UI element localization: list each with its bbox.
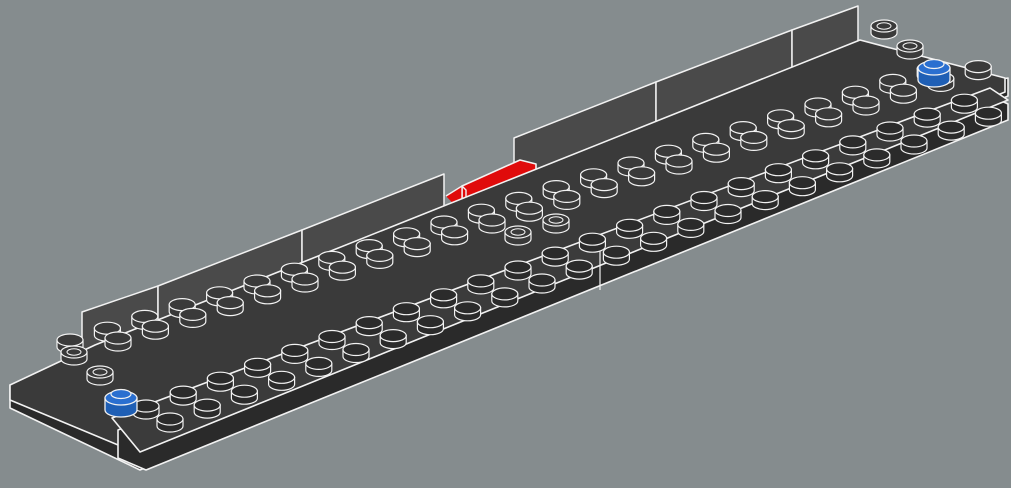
front-stud-46 <box>975 107 1001 126</box>
front-stud-40 <box>752 191 778 210</box>
back-stud-44 <box>816 108 842 127</box>
front-stud-21 <box>877 122 903 141</box>
back-stud-38 <box>591 179 617 198</box>
hollow-stud-1 <box>61 346 87 365</box>
back-stud-31 <box>329 261 355 280</box>
front-stud-25 <box>194 399 220 418</box>
back-stud-41 <box>703 143 729 162</box>
front-stud-20 <box>840 136 866 155</box>
blue-round-stud-left <box>105 390 137 418</box>
hollow-stud-3 <box>871 20 897 39</box>
front-stud-41 <box>789 177 815 196</box>
front-stud-27 <box>269 371 295 390</box>
hollow-stud-4 <box>897 40 923 59</box>
front-stud-14 <box>617 219 643 238</box>
front-stud-34 <box>529 274 555 293</box>
back-stud-39 <box>629 167 655 186</box>
hollow-stud-2 <box>87 366 113 385</box>
front-stud-43 <box>864 149 890 168</box>
front-stud-33 <box>492 288 518 307</box>
front-stud-36 <box>603 246 629 265</box>
back-stud-34 <box>442 226 468 245</box>
front-stud-29 <box>343 344 369 363</box>
front-stud-8 <box>393 303 419 322</box>
front-stud-28 <box>306 357 332 376</box>
front-stud-39 <box>715 205 741 224</box>
front-stud-7 <box>356 317 382 336</box>
back-stud-30 <box>292 273 318 292</box>
front-stud-2 <box>170 386 196 405</box>
back-stud-48 <box>965 61 991 80</box>
front-stud-24 <box>157 413 183 432</box>
front-stud-6 <box>319 331 345 350</box>
back-stud-36 <box>516 202 542 221</box>
back-stud-40 <box>666 155 692 174</box>
blue-round-stud-right <box>918 60 950 88</box>
front-stud-12 <box>542 247 568 266</box>
front-stud-42 <box>827 163 853 182</box>
front-stud-32 <box>455 302 481 321</box>
back-stud-25 <box>105 332 131 351</box>
front-stud-30 <box>380 330 406 349</box>
front-stud-23 <box>951 94 977 113</box>
front-stud-26 <box>231 385 257 404</box>
front-stud-13 <box>579 233 605 252</box>
back-stud-32 <box>367 249 393 268</box>
front-stud-31 <box>417 316 443 335</box>
front-stud-16 <box>691 192 717 211</box>
back-stud-45 <box>853 96 879 115</box>
front-stud-38 <box>678 218 704 237</box>
back-stud-29 <box>255 285 281 304</box>
back-stud-27 <box>180 308 206 327</box>
back-stud-28 <box>217 297 243 316</box>
front-stud-9 <box>431 289 457 308</box>
front-stud-17 <box>728 178 754 197</box>
back-stud-46 <box>890 84 916 103</box>
hollow-stud-6 <box>543 214 569 233</box>
front-stud-11 <box>505 261 531 280</box>
back-stud-33 <box>404 238 430 257</box>
front-stud-22 <box>914 108 940 127</box>
front-stud-45 <box>938 121 964 140</box>
front-stud-10 <box>468 275 494 294</box>
back-stud-43 <box>778 120 804 139</box>
back-stud-37 <box>554 190 580 209</box>
front-stud-4 <box>245 358 271 377</box>
front-stud-19 <box>803 150 829 169</box>
front-stud-5 <box>282 344 308 363</box>
front-stud-15 <box>654 205 680 224</box>
back-stud-35 <box>479 214 505 233</box>
front-stud-44 <box>901 135 927 154</box>
hollow-stud-5 <box>505 226 531 245</box>
front-stud-35 <box>566 260 592 279</box>
back-stud-26 <box>142 320 168 339</box>
front-stud-37 <box>641 232 667 251</box>
front-stud-3 <box>207 372 233 391</box>
front-stud-18 <box>765 164 791 183</box>
back-stud-42 <box>741 131 767 150</box>
